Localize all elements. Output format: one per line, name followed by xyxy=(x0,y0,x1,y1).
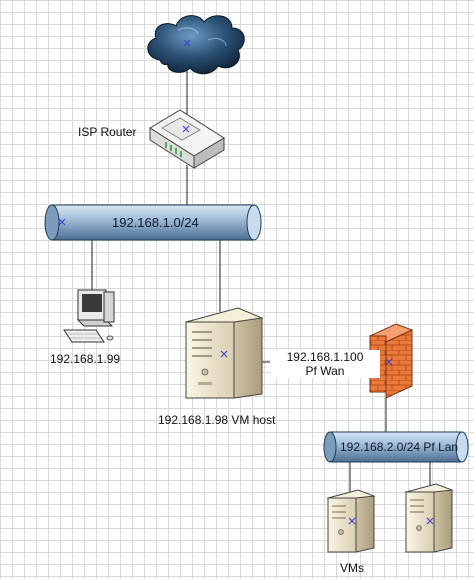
vms-label: VMs xyxy=(340,561,364,575)
workstation-ip-label: 192.168.1.99 xyxy=(50,352,121,366)
selection-markers xyxy=(58,39,434,525)
vm-host-server-icon xyxy=(184,307,264,399)
pf-wan-ip: 192.168.1.100 xyxy=(286,350,364,364)
pf-lan-pipe xyxy=(323,431,469,463)
pf-wan-label: 192.168.1.100 Pf Wan xyxy=(270,350,380,378)
isp-router-label: ISP Router xyxy=(78,125,137,139)
vm-server-icon xyxy=(326,489,376,553)
router-icon xyxy=(149,109,225,169)
pf-wan-name: Pf Wan xyxy=(305,364,345,378)
lan-pipe xyxy=(44,204,262,241)
internet-cloud-icon xyxy=(147,15,245,75)
vm-host-label: 192.168.1.98 VM host xyxy=(158,413,276,427)
workstation-icon xyxy=(63,289,115,343)
connection-lines xyxy=(91,70,431,492)
pf-lan-subnet-label: 192.168.2.0/24 Pf Lan xyxy=(340,440,459,454)
vm-server-icon xyxy=(404,483,454,553)
lan-subnet-label: 192.168.1.0/24 xyxy=(112,215,199,230)
